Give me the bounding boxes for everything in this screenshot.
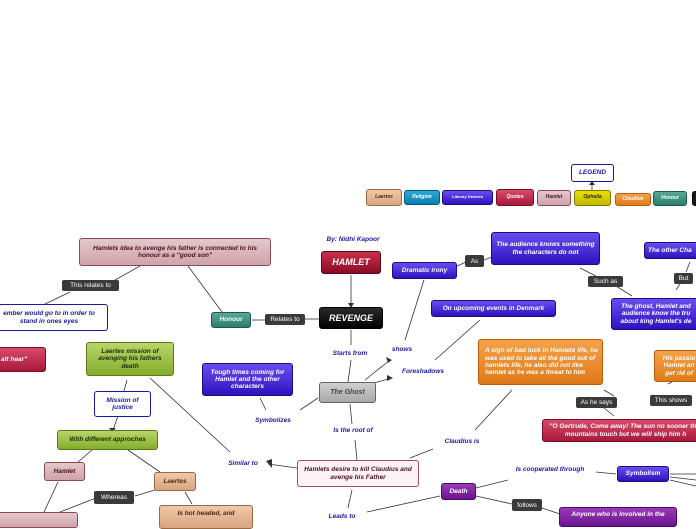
similar-to-label: Similar to bbox=[228, 460, 258, 467]
this-shows-connector: This shows bbox=[650, 395, 692, 406]
leads-to-label: Leads to bbox=[328, 513, 356, 520]
symbolizes-label: Symbolizes bbox=[255, 417, 291, 424]
idea-avenge-node[interactable]: Hamlets idea to avenge his father is con… bbox=[79, 238, 271, 266]
relates-to-connector: Relates to bbox=[265, 314, 305, 325]
laertes-small-node[interactable]: Laertes bbox=[154, 472, 196, 491]
foreshadows-label: Foreshadows bbox=[402, 368, 444, 375]
alt-hear-node[interactable]: alt hear" bbox=[0, 347, 46, 372]
different-approaches-node[interactable]: With different approches bbox=[57, 430, 158, 450]
is-root-of-label: Is the root of bbox=[333, 427, 373, 434]
legend-item-hamlet: Hamlet bbox=[537, 190, 571, 206]
honour-node[interactable]: Honour bbox=[211, 312, 251, 328]
legend-item-laertes: Laertes bbox=[366, 189, 402, 206]
follows-connector: follows bbox=[512, 499, 542, 511]
dramatic-irony-node[interactable]: Dramatic irony bbox=[392, 262, 457, 279]
audience-knows-node[interactable]: The audience knows something the charact… bbox=[491, 232, 600, 265]
legend-item-honour: Honour bbox=[653, 191, 687, 206]
laertes-mission-node[interactable]: Laertes mission of avenging his fathers … bbox=[86, 342, 174, 376]
shows-label: shows bbox=[391, 346, 413, 353]
claudius-is-label: Claudius is bbox=[444, 438, 480, 445]
but-connector: But bbox=[674, 273, 693, 284]
hamlet-node[interactable]: HAMLET bbox=[321, 251, 381, 274]
as-connector: As bbox=[465, 255, 484, 267]
legend-item-literary-devices: Literary Devices bbox=[442, 190, 493, 205]
legend-item-claudius: Claudius bbox=[615, 193, 651, 206]
mission-of-justice-node[interactable]: Mission of justice bbox=[94, 391, 151, 417]
ghost-hamlet-audience-node[interactable]: The ghost, Hamlet and audience know the … bbox=[611, 298, 696, 330]
starts-from-label: Starts from bbox=[332, 350, 368, 357]
hot-headed-node[interactable]: Is hot headed, and bbox=[159, 505, 253, 529]
partial-rose-node[interactable] bbox=[0, 512, 78, 528]
gertrude-quote-node[interactable]: "O Gertrude, Come away! The sun no soone… bbox=[542, 419, 696, 442]
symbolism-node[interactable]: Symbolism bbox=[617, 466, 669, 482]
this-relates-to-connector: This relates to bbox=[62, 280, 119, 291]
remember-node[interactable]: ember would go to in order to stand in o… bbox=[0, 304, 108, 331]
upcoming-events-node[interactable]: On upcoming events in Denmark bbox=[431, 300, 556, 317]
his-passion-node[interactable]: His passio Hamlet an get rid of bbox=[654, 350, 696, 382]
other-characters-node[interactable]: The other Cha bbox=[644, 242, 696, 259]
revenge-node[interactable]: REVENGE bbox=[319, 307, 383, 329]
legend-item-ophelia: Ophelia bbox=[574, 190, 611, 206]
tough-times-node[interactable]: Tough times coming for Hamlet and the ot… bbox=[202, 363, 293, 396]
hamlet-small-node[interactable]: Hamlet bbox=[44, 462, 85, 481]
is-cooperated-through-label: Is cooperated through bbox=[515, 466, 585, 473]
bad-luck-node[interactable]: A sign of bad luck in Hamlets life, he w… bbox=[478, 339, 603, 385]
legend-item-religion: Religion bbox=[404, 190, 440, 205]
as-he-says-connector: As he says bbox=[576, 397, 617, 408]
death-node[interactable]: Death bbox=[441, 483, 476, 500]
such-as-connector: Such as bbox=[588, 276, 623, 287]
author-credit: By: Nidhi Kapoor bbox=[326, 236, 380, 243]
whereas-connector: Whereas bbox=[94, 491, 134, 504]
legend-item-partial bbox=[692, 191, 696, 206]
anyone-involved-node[interactable]: Anyone who is involved in the bbox=[559, 507, 677, 527]
desire-node[interactable]: Hamlets desire to kill Claudius and aven… bbox=[297, 460, 419, 487]
legend-title: LEGEND bbox=[571, 164, 614, 182]
legend-item-quotes: Quotes bbox=[496, 189, 534, 206]
the-ghost-node[interactable]: The Ghost bbox=[319, 382, 376, 403]
